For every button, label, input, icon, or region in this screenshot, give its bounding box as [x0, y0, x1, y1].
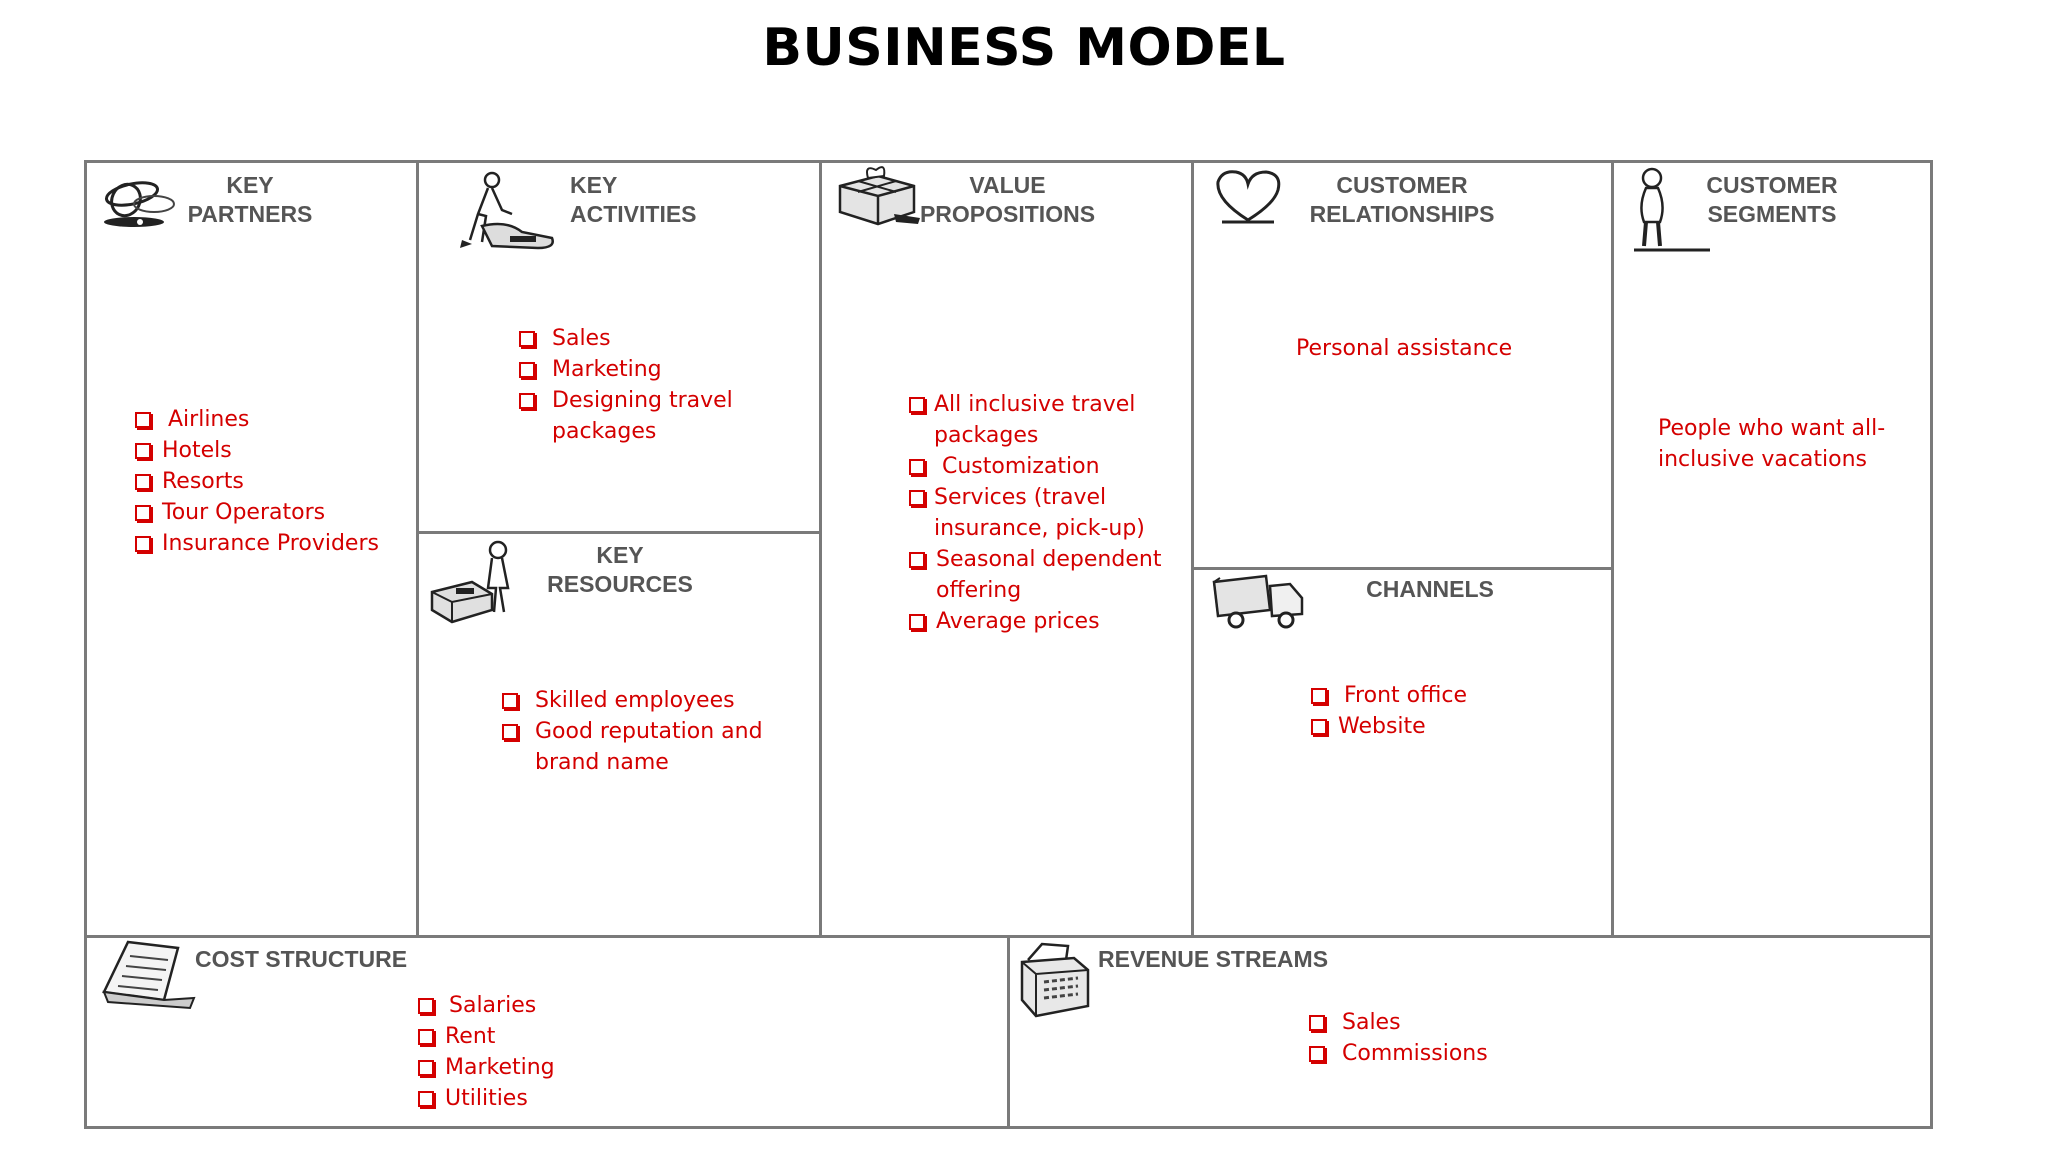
channels-list: Front office Website — [1310, 680, 1570, 742]
list-item: Sales — [518, 323, 748, 354]
list-item: Insurance Providers — [134, 528, 414, 559]
value-propositions-list: All inclusive travel packages Customizat… — [908, 389, 1188, 637]
person-standing-icon — [1634, 167, 1710, 252]
key-partners-list: Airlines Hotels Resorts Tour Operators I… — [134, 404, 414, 559]
linked-rings-icon — [104, 181, 175, 227]
key-activities-list: Sales Marketing Designing travel package… — [518, 323, 748, 447]
list-item: Good reputation and brand name — [501, 716, 765, 778]
heart-icon — [1216, 170, 1281, 224]
key-activities-block — [416, 160, 822, 534]
key-resources-list: Skilled employees Good reputation and br… — [501, 685, 811, 778]
list-item: Salaries — [417, 990, 677, 1021]
revenue-streams-header: REVENUE STREAMS — [1098, 946, 1329, 972]
invoice-icon — [102, 940, 196, 1010]
worker-icon — [460, 171, 554, 250]
list-item: Resorts — [134, 466, 414, 497]
list-item: Sales — [1308, 1007, 1568, 1038]
revenue-streams-list: Sales Commissions — [1308, 1007, 1568, 1069]
gift-box-icon — [838, 166, 920, 226]
customer-segments-text: People who want all- inclusive vacations — [1658, 416, 1886, 472]
list-item: Skilled employees — [501, 685, 811, 716]
cost-structure-header: COST STRUCTURE — [195, 946, 408, 972]
list-item: Hotels — [134, 435, 414, 466]
customer-relationships-text: Personal assistance — [1296, 336, 1513, 361]
list-item: Marketing — [518, 354, 748, 385]
list-item: Designing travel packages — [518, 385, 748, 447]
channels-block — [1191, 567, 1614, 938]
list-item: Services (travel insurance, pick-up) — [908, 482, 1154, 544]
truck-icon — [1212, 574, 1304, 629]
list-item: Front office — [1310, 680, 1570, 711]
customer-segments-block — [1611, 160, 1933, 938]
list-item: Average prices — [908, 606, 1188, 637]
list-item: Tour Operators — [134, 497, 414, 528]
list-item: Customization — [908, 451, 1188, 482]
list-item: Rent — [417, 1021, 677, 1052]
list-item: Marketing — [417, 1052, 677, 1083]
list-item: Seasonal dependent offering — [908, 544, 1176, 606]
list-item: Airlines — [134, 404, 414, 435]
list-item: All inclusive travel packages — [908, 389, 1144, 451]
person-with-machine-icon — [430, 540, 510, 624]
revenue-streams-block — [1007, 935, 1933, 1129]
cost-structure-list: Salaries Rent Marketing Utilities — [417, 990, 677, 1114]
value-propositions-block — [819, 160, 1194, 938]
channels-header: CHANNELS — [1366, 576, 1494, 602]
list-item: Website — [1310, 711, 1570, 742]
cost-structure-block — [84, 935, 1010, 1129]
list-item: Utilities — [417, 1083, 677, 1114]
cash-register-icon — [1020, 942, 1090, 1018]
page-title: BUSINESS MODEL — [762, 18, 1286, 78]
list-item: Commissions — [1308, 1038, 1568, 1069]
